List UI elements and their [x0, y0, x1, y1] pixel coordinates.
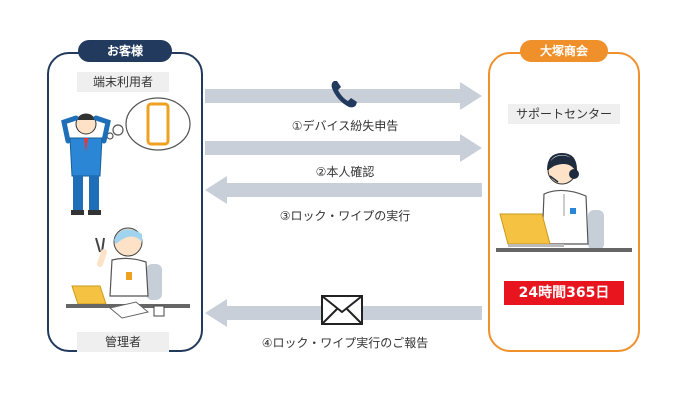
envelope-icon [321, 295, 363, 325]
admin-label: 管理者 [77, 332, 169, 352]
administrator-illustration [66, 227, 190, 319]
step1-label: ①デバイス紛失申告 [291, 119, 399, 133]
hours-badge: 24時間365日 [504, 281, 624, 305]
phone-icon [331, 81, 357, 108]
support-center-label: サポートセンター [508, 104, 620, 124]
support-operator-illustration [496, 152, 632, 252]
worried-user-illustration [61, 97, 191, 215]
step3-label: ③ロック・ワイプの実行 [279, 209, 411, 223]
step4-label: ④ロック・ワイプ実行のご報告 [261, 336, 429, 350]
arrow-step2 [205, 134, 482, 162]
arrow-step3 [205, 176, 482, 204]
arrow-step1 [205, 82, 482, 110]
end-user-label: 端末利用者 [77, 72, 169, 92]
customer-title: お客様 [78, 40, 172, 62]
step2-label: ②本人確認 [315, 165, 375, 179]
otsuka-title: 大塚商会 [520, 40, 608, 62]
